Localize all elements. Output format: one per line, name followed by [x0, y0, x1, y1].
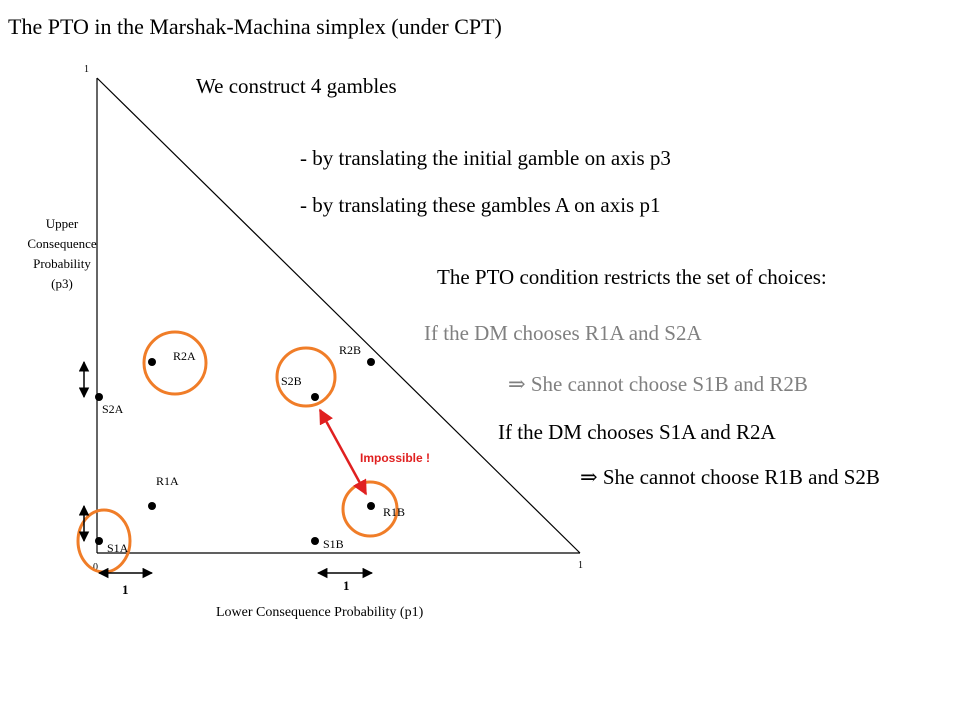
label-s2a: S2A	[102, 402, 124, 416]
circle-s2b	[275, 346, 337, 408]
hypotenuse-line	[96, 77, 581, 554]
shift-left-label: 1	[122, 582, 129, 597]
intro-text: We construct 4 gambles	[196, 74, 397, 98]
label-r2b: R2B	[339, 343, 362, 357]
circle-r1b	[341, 480, 399, 538]
case2-result-label: She cannot choose R1B and S2B	[602, 465, 880, 489]
x-axis-label: Lower Consequence Probability (p1)	[216, 605, 424, 620]
case1-text: If the DM chooses R1A and S2A	[424, 321, 702, 345]
implies-icon: ⇒	[580, 465, 598, 489]
shift-mid-label: 1	[343, 578, 350, 593]
label-s1b: S1B	[323, 537, 344, 551]
x-axis-origin: 0	[93, 562, 98, 573]
y-axis-top-tick: 1	[84, 64, 89, 75]
point-r1b	[367, 502, 375, 510]
impossible-arrow	[318, 408, 368, 496]
label-s2b: S2B	[281, 374, 302, 388]
point-s2a	[95, 393, 103, 401]
y-axis-label-line2: Consequence	[27, 236, 97, 251]
point-s1b	[311, 537, 319, 545]
point-s1a	[95, 537, 103, 545]
implies-icon: ⇒	[508, 372, 526, 396]
page-title: The PTO in the Marshak-Machina simplex (…	[8, 14, 502, 39]
bullet-p3: - by translating the initial gamble on a…	[300, 146, 671, 170]
case1-result: ⇒ She cannot choose S1B and R2B	[508, 372, 808, 397]
point-r1a	[148, 502, 156, 510]
label-r1b: R1B	[383, 505, 406, 519]
point-r2b	[367, 358, 375, 366]
case1-result-label: She cannot choose S1B and R2B	[530, 372, 808, 396]
point-r2a	[148, 358, 156, 366]
label-s1a: S1A	[107, 541, 129, 555]
label-r2a: R2A	[173, 349, 196, 363]
x-axis-right-tick: 1	[578, 560, 583, 571]
y-axis-label-line3: Probability	[33, 256, 91, 271]
y-axis-label: Upper Consequence Probability (p3)	[26, 214, 98, 294]
y-axis-label-line4: (p3)	[51, 276, 73, 291]
case2-result: ⇒ She cannot choose R1B and S2B	[580, 465, 880, 490]
y-axis-label-line1: Upper	[45, 216, 79, 231]
impossible-label: Impossible !	[360, 451, 431, 465]
point-s2b	[311, 393, 319, 401]
bullet-p1: - by translating these gambles A on axis…	[300, 193, 661, 217]
label-r1a: R1A	[156, 474, 179, 488]
pto-condition-text: The PTO condition restricts the set of c…	[437, 265, 827, 289]
circle-r2a	[142, 330, 208, 396]
case2-text: If the DM chooses S1A and R2A	[498, 420, 776, 444]
